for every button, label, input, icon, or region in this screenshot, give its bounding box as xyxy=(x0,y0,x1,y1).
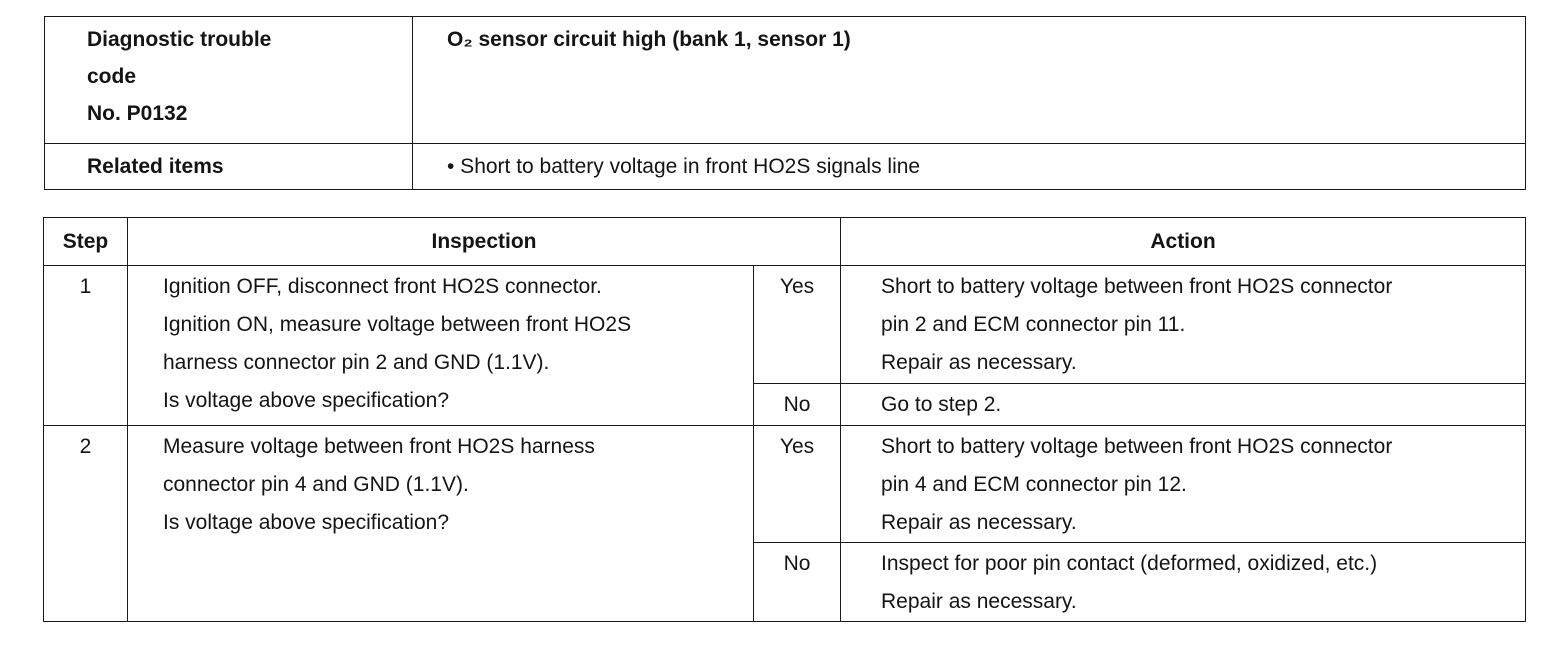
no-action-cell: Go to step 2. xyxy=(840,383,1526,426)
dtc-row: Diagnostic trouble code No. P0132 O₂ sen… xyxy=(44,16,1526,144)
related-items-row: Related items • Short to battery voltage… xyxy=(44,143,1526,190)
dtc-label-line: Diagnostic trouble xyxy=(87,28,272,51)
diagnostic-procedure-table: Step Inspection Action 1 Ignition OFF, d… xyxy=(43,217,1526,622)
step-number: 1 xyxy=(43,265,128,426)
inspection-cell: Measure voltage between front HO2S harne… xyxy=(127,425,754,622)
yes-action-cell: Short to battery voltage between front H… xyxy=(840,425,1526,543)
dtc-code: No. P0132 xyxy=(87,102,188,125)
action-line: Go to step 2. xyxy=(881,393,1002,416)
dtc-info-table: Diagnostic trouble code No. P0132 O₂ sen… xyxy=(44,16,1526,190)
action-line: pin 2 and ECM connector pin 11. xyxy=(881,313,1186,336)
dtc-label-cell: Diagnostic trouble code No. P0132 xyxy=(44,16,413,144)
step-row-no: No Go to step 2. xyxy=(44,383,1526,426)
step-row-yes: 1 Ignition OFF, disconnect front HO2S co… xyxy=(43,265,1526,426)
related-items-value: • Short to battery voltage in front HO2S… xyxy=(412,143,1526,190)
dtc-description-cell: O₂ sensor circuit high (bank 1, sensor 1… xyxy=(412,16,1526,144)
related-items-label: Related items xyxy=(44,143,413,190)
step-row-yes: 2 Measure voltage between front HO2S har… xyxy=(43,425,1526,622)
action-line: Repair as necessary. xyxy=(881,590,1077,613)
column-header-inspection: Inspection xyxy=(126,217,842,266)
action-line: Inspect for poor pin contact (deformed, … xyxy=(881,552,1378,575)
no-label: No xyxy=(752,383,842,426)
inspection-line: Is voltage above specification? xyxy=(163,511,450,534)
dtc-label-line: code xyxy=(87,65,137,88)
step-row-no: No Inspect for poor pin contact (deforme… xyxy=(44,542,1526,622)
inspection-cell: Ignition OFF, disconnect front HO2S conn… xyxy=(127,265,754,426)
action-line: pin 4 and ECM connector pin 12. xyxy=(881,473,1187,496)
dtc-description: O₂ sensor circuit high (bank 1, sensor 1… xyxy=(447,28,851,51)
no-action-cell: Inspect for poor pin contact (deformed, … xyxy=(840,542,1526,622)
yes-label: Yes xyxy=(752,265,842,384)
action-line: Repair as necessary. xyxy=(881,351,1077,374)
inspection-line: Is voltage above specification? xyxy=(163,389,450,412)
action-line: Repair as necessary. xyxy=(881,511,1077,534)
column-header-row: Step Inspection Action xyxy=(43,217,1526,266)
inspection-line: Ignition OFF, disconnect front HO2S conn… xyxy=(163,275,602,298)
action-line: Short to battery voltage between front H… xyxy=(881,435,1393,458)
inspection-line: connector pin 4 and GND (1.1V). xyxy=(163,473,469,496)
column-header-action: Action xyxy=(840,217,1526,266)
yes-label: Yes xyxy=(752,425,842,543)
inspection-line: harness connector pin 2 and GND (1.1V). xyxy=(163,351,550,374)
action-line: Short to battery voltage between front H… xyxy=(881,275,1393,298)
step-number: 2 xyxy=(43,425,128,622)
column-header-step: Step xyxy=(43,217,128,266)
inspection-line: Measure voltage between front HO2S harne… xyxy=(163,435,595,458)
no-label: No xyxy=(752,542,842,622)
inspection-line: Ignition ON, measure voltage between fro… xyxy=(163,313,632,336)
yes-action-cell: Short to battery voltage between front H… xyxy=(840,265,1526,384)
